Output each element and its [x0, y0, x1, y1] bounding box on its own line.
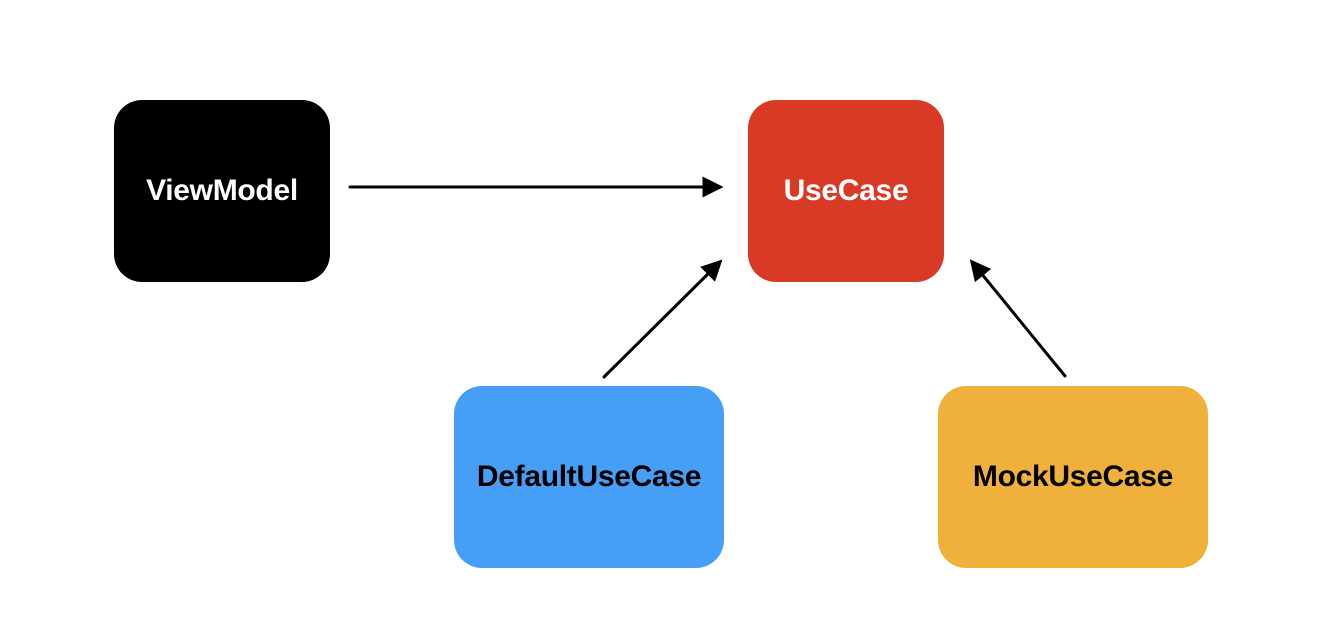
- node-default-usecase: DefaultUseCase: [454, 386, 724, 568]
- node-viewmodel-label: ViewModel: [146, 174, 298, 207]
- node-mock-usecase: MockUseCase: [938, 386, 1208, 568]
- node-mock-usecase-label: MockUseCase: [972, 460, 1174, 493]
- node-usecase: UseCase: [748, 100, 944, 282]
- node-usecase-label: UseCase: [783, 174, 909, 207]
- edge-default-to-usecase: [602, 259, 723, 379]
- edge-mock-to-usecase: [969, 259, 1067, 378]
- node-viewmodel: ViewModel: [114, 100, 330, 282]
- node-default-usecase-label: DefaultUseCase: [476, 460, 702, 493]
